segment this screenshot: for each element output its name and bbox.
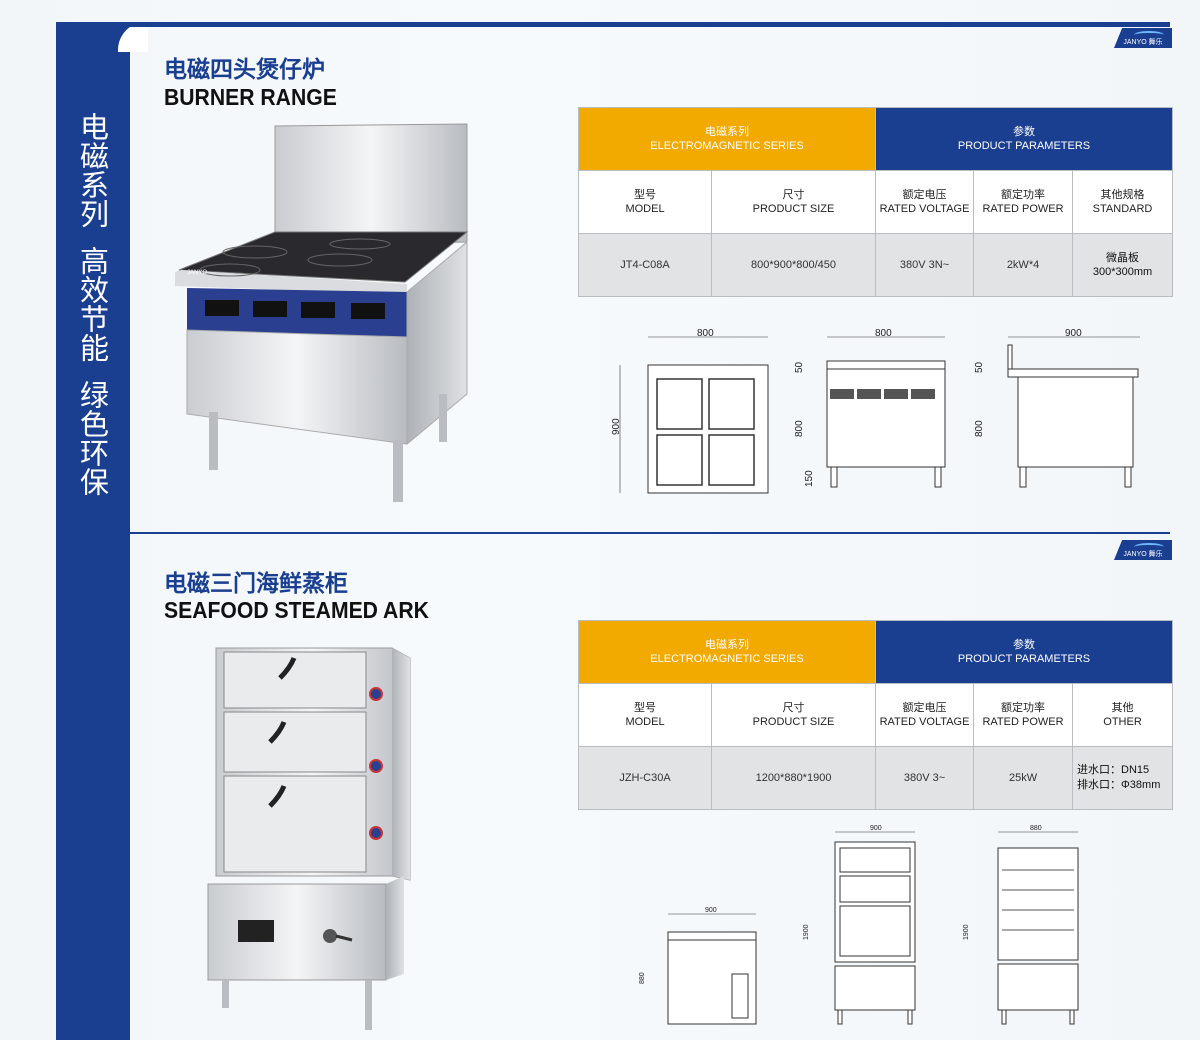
side-view-drawing: 900 50 800 — [974, 328, 1140, 488]
steamer-side-view-drawing: 880 1900 — [963, 825, 1079, 1025]
cell-size: 800*900*800/450 — [710, 233, 877, 297]
section2-technical-drawings: 900 880 900 1900 880 1900 — [639, 825, 1079, 1025]
cell-size-2: 1200*880*1900 — [710, 746, 877, 810]
brand-logo-2: JANYO 舞乐 — [1114, 540, 1172, 560]
front-view-drawing: 800 50 800 150 — [794, 328, 946, 488]
dim2-front-height: 1900 — [803, 924, 810, 940]
steamer-top-view-drawing: 900 880 — [639, 907, 757, 1025]
dim-top-depth: 900 — [611, 418, 622, 435]
dim-side-depth: 900 — [1065, 328, 1082, 339]
dim2-side-depth: 880 — [1030, 825, 1042, 832]
dim-front-leg: 150 — [804, 470, 815, 487]
section1-technical-drawings: 800 900 800 50 800 150 900 50 800 — [611, 328, 1140, 494]
dim2-top-width: 900 — [705, 907, 717, 914]
top-view-drawing: 800 900 — [611, 328, 769, 494]
steamer-front-view-drawing: 900 1900 — [803, 825, 916, 1025]
dim-front-width: 800 — [875, 328, 892, 339]
cell-power: 2kW*4 — [973, 233, 1074, 297]
dim-side-top: 50 — [974, 361, 985, 373]
section1-title-en: BURNER RANGE — [164, 84, 337, 110]
dim-top-width: 800 — [697, 328, 714, 339]
slogan-line-3: 绿色环保 — [75, 380, 110, 496]
seafood-steamer-image — [207, 647, 411, 1030]
svg-text:JANYO: JANYO — [187, 270, 207, 276]
section-divider — [130, 532, 1170, 534]
dim-side-height: 800 — [974, 420, 985, 437]
dim2-top-depth: 880 — [639, 972, 646, 984]
cell-voltage: 380V 3N~ — [875, 233, 975, 297]
cell-power-2: 25kW — [973, 746, 1074, 810]
section2-title-en: SEAFOOD STEAMED ARK — [164, 597, 429, 623]
slogan-line-2: 高效节能 — [75, 246, 110, 362]
cell-voltage-2: 380V 3~ — [875, 746, 975, 810]
dim-front-height: 800 — [794, 420, 805, 437]
dim2-front-width: 900 — [870, 825, 882, 832]
section2-title-zh: 电磁三门海鲜蒸柜 — [164, 571, 348, 597]
slogan-line-1: 电磁系列 — [75, 112, 110, 228]
dim-front-top: 50 — [794, 361, 805, 373]
vertical-slogan: 电磁系列 高效节能 绿色环保 — [68, 112, 116, 496]
cell-model-2: JZH-C30A — [578, 746, 712, 810]
dim2-side-height: 1900 — [963, 924, 970, 940]
sidebar-band — [56, 22, 130, 1040]
cell-model: JT4-C08A — [578, 233, 712, 297]
top-rule — [130, 22, 1170, 27]
burner-range-image: JANYO — [175, 123, 469, 502]
section1-title-zh: 电磁四头煲仔炉 — [164, 57, 325, 83]
brand-logo: JANYO 舞乐 — [1114, 28, 1172, 48]
